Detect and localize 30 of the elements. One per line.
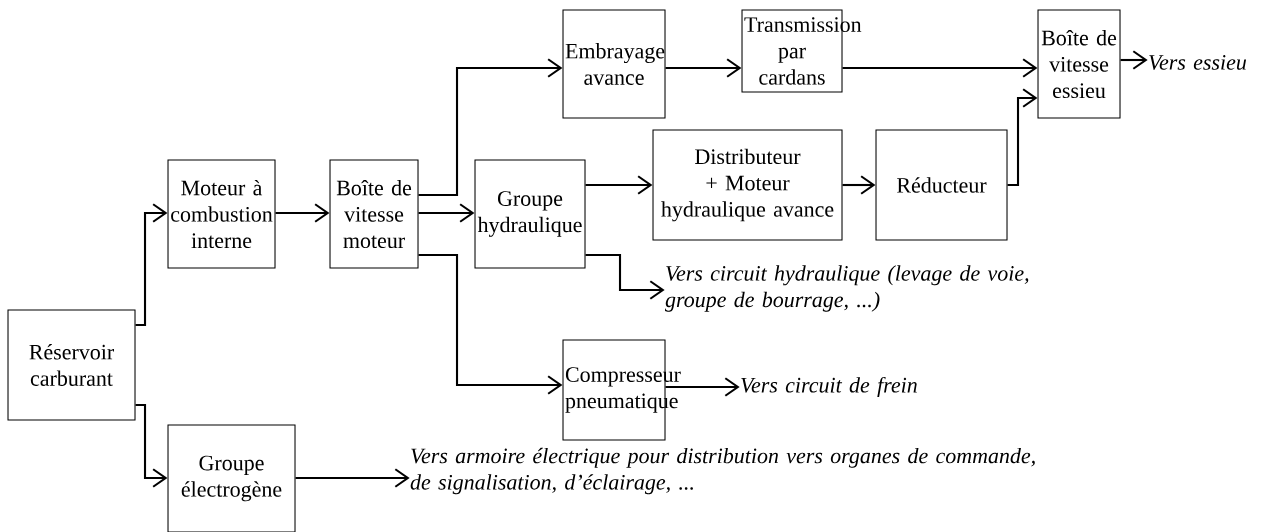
arrow [1007, 88, 1038, 187]
process-box: Moteur à combustion interne [167, 159, 276, 269]
arrow [585, 253, 665, 300]
output-text: Vers armoire électrique pour distribution vers organes de commande, de signalisation, d’éclairage, ... [410, 447, 1035, 495]
output-text: Vers circuit de frein [741, 376, 917, 398]
process-box: Groupe hydraulique [474, 159, 586, 269]
arrow [665, 377, 740, 397]
arrow [842, 58, 1038, 78]
process-box: Distributeur + Moteur hydraulique avance [652, 129, 843, 241]
arrow [842, 175, 876, 195]
arrow [1120, 50, 1148, 70]
process-box: Compresseur pneumatique [562, 339, 681, 441]
arrow [295, 468, 410, 488]
arrow [135, 403, 168, 488]
process-box: Groupe électrogène [167, 424, 296, 532]
process-box: Transmission par cardans [741, 9, 862, 93]
arrow [135, 203, 168, 327]
output-text: Vers essieu [1149, 55, 1247, 70]
arrow [418, 253, 563, 395]
arrow [418, 58, 563, 197]
arrow [665, 58, 742, 78]
process-box: Boîte de vitesse essieu [1037, 9, 1121, 119]
process-box: Embrayage avance [562, 9, 666, 119]
process-box: Réservoir carburant [7, 309, 136, 421]
arrow [585, 175, 653, 195]
process-box: Boîte de vitesse moteur [329, 159, 419, 269]
arrow [418, 203, 475, 223]
process-box: Réducteur [875, 129, 1008, 241]
arrow [275, 203, 330, 223]
output-text: Vers circuit hydraulique (levage de voie, groupe de bourrage, ...) [665, 265, 1029, 312]
